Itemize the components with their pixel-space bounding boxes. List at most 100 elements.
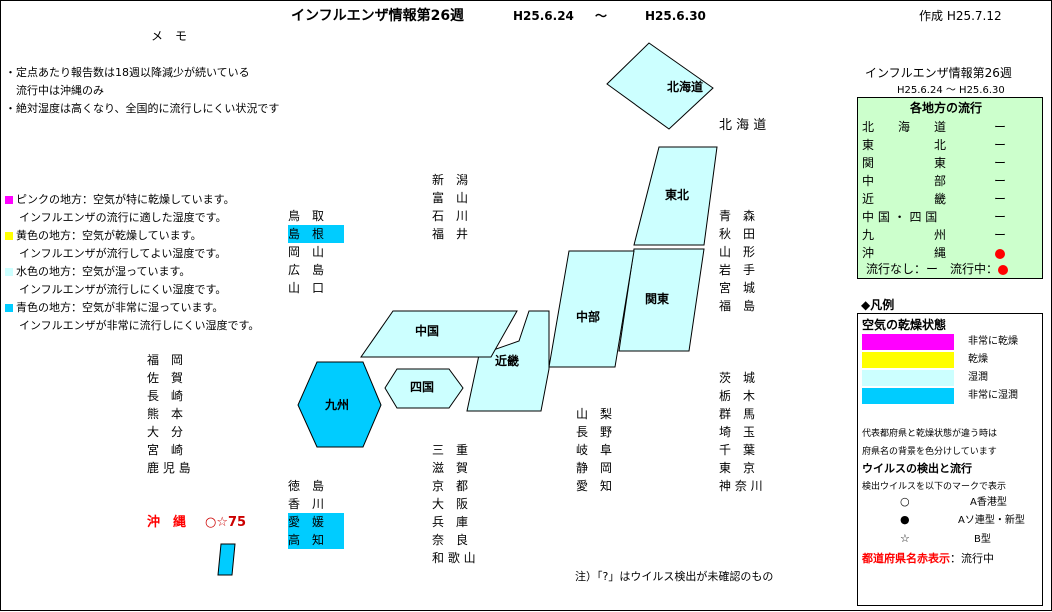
status-row: 九 州ー — [862, 228, 1006, 242]
pref-list-chubu: 山 梨 長 野 岐 阜 静 岡 愛 知 — [576, 405, 612, 495]
status-row: 中 部ー — [862, 174, 1006, 188]
region-kyushu[interactable] — [297, 361, 382, 448]
region-label-kinki: 近畿 — [495, 354, 520, 368]
status-heading: 各地方の流行 — [910, 101, 983, 115]
pref-name: 東 京 — [719, 461, 756, 475]
pref-name: 山 形 — [719, 245, 756, 259]
pref-hokkaido: 北 海 道 — [719, 118, 767, 133]
region-label-chugoku: 中国 — [415, 324, 440, 338]
region-label-chubu: 中部 — [576, 310, 601, 324]
memo-line: ・絶対湿度は高くなり、全国的に流行しにくい状況です — [5, 102, 280, 115]
mark-label: Aソ連型・新型 — [958, 515, 1025, 526]
status-row: 近 畿ー — [862, 192, 1006, 206]
date-to: H25.6.30 — [645, 9, 706, 23]
status-row: 北 海 道ー — [862, 120, 1006, 134]
status-footer: 流行なし：ー 流行中： — [866, 261, 1009, 277]
color-guide-yellow-desc: インフルエンザが流行してよい湿度です。 — [19, 247, 227, 260]
star-icon: ☆ — [900, 532, 910, 545]
pref-name: 滋 賀 — [432, 461, 469, 475]
region-label-shikoku: 四国 — [410, 380, 435, 394]
pref-name: 香 川 — [288, 497, 325, 511]
mark-label: B型 — [974, 534, 991, 545]
legend-title: ◆凡例 — [861, 298, 895, 312]
region-okinawa-shape[interactable] — [217, 543, 236, 576]
legend-panel: 空気の乾燥状態 非常に乾燥 乾燥 湿潤 非常に湿潤 代表都府県と乾燥状態が違う時… — [857, 313, 1043, 606]
humidity-legend-title: 空気の乾燥状態 — [862, 318, 947, 332]
pref-name: 青 森 — [719, 209, 756, 223]
region-label-tohoku: 東北 — [665, 188, 690, 202]
okinawa-name: 沖 縄 — [147, 515, 187, 530]
pink-swatch-icon — [5, 196, 13, 204]
pref-name-highlighted: 島 根 — [288, 225, 344, 243]
pref-list-kyushu: 福 岡 佐 賀 長 崎 熊 本 大 分 宮 崎 鹿 児 島 — [147, 351, 191, 477]
legend-note: 代表都府県と乾燥状態が違う時は — [862, 429, 998, 439]
region-kanto[interactable] — [618, 248, 705, 352]
pref-name: 京 都 — [432, 479, 469, 493]
color-guide-pink-desc: インフルエンザの流行に適した湿度です。 — [19, 211, 227, 224]
epidemic-dot-icon — [995, 248, 1005, 259]
red-label-legend: 都道府県名赤表示：流行中 — [862, 552, 994, 565]
region-chugoku[interactable] — [360, 310, 518, 358]
report-title: インフルエンザ情報第26週 — [291, 8, 465, 24]
virus-legend-title: ウイルスの検出と流行 — [862, 462, 972, 475]
color-guide-lightblue-desc: インフルエンザが流行しにくい湿度です。 — [19, 283, 227, 296]
status-panel-dates: H25.6.24 〜 H25.6.30 — [897, 85, 1005, 96]
pref-name: 兵 庫 — [432, 515, 469, 529]
legend-note: 府県名の背景を色分けしています — [862, 447, 997, 457]
blue-swatch-icon — [5, 304, 13, 312]
pref-name: 神 奈 川 — [719, 479, 763, 493]
pref-name: 佐 賀 — [147, 371, 184, 385]
pref-name: 新 潟 — [432, 173, 469, 187]
pref-name: 宮 崎 — [147, 443, 184, 457]
region-shikoku[interactable] — [384, 368, 464, 409]
region-chubu[interactable] — [548, 250, 635, 368]
status-row: 関 東ー — [862, 156, 1006, 170]
virus-legend-intro: 検出ウイルスを以下のマークで表示 — [862, 482, 1007, 492]
mark-label: A香港型 — [970, 497, 1007, 508]
memo-line: 流行中は沖縄のみ — [5, 84, 104, 97]
pref-name: 山 口 — [288, 281, 325, 295]
region-label-kanto: 関東 — [645, 292, 670, 306]
pref-name: 栃 木 — [719, 389, 756, 403]
lightblue-swatch-icon — [5, 268, 13, 276]
pref-name: 千 葉 — [719, 443, 756, 457]
status-row: 東 北ー — [862, 138, 1006, 152]
pref-name: 石 川 — [432, 209, 469, 223]
filled-circle-icon: ● — [900, 513, 910, 526]
region-kinki[interactable] — [466, 310, 550, 412]
swatch-humid — [862, 370, 954, 386]
pref-name: 埼 玉 — [719, 425, 756, 439]
pref-name: 群 馬 — [719, 407, 756, 421]
pref-name: 愛 知 — [576, 479, 613, 493]
status-row-okinawa: 沖 縄 — [862, 244, 1038, 262]
pref-name: 宮 城 — [719, 281, 756, 295]
region-label-kyushu: 九州 — [325, 398, 350, 412]
region-hokkaido[interactable] — [606, 42, 714, 130]
hollow-circle-icon: ○ — [900, 495, 910, 508]
pref-name: 秋 田 — [719, 227, 756, 241]
pref-name: 静 岡 — [576, 461, 613, 475]
pref-name-highlighted: 愛 媛 — [288, 513, 344, 531]
pref-list-shikoku: 徳 島 香 川 愛 媛 高 知 — [288, 477, 344, 549]
region-label-hokkaido: 北海道 — [667, 80, 704, 94]
swatch-very-dry — [862, 334, 954, 350]
pref-name: 大 阪 — [432, 497, 469, 511]
pref-list-chugoku: 鳥 取 島 根 岡 山 広 島 山 口 — [288, 207, 344, 297]
status-panel-title: インフルエンザ情報第26週 — [865, 66, 1012, 80]
region-tohoku[interactable] — [633, 146, 718, 246]
region-status-panel: 各地方の流行 北 海 道ー 東 北ー 関 東ー 中 部ー 近 畿ー 中 国 ・ … — [857, 97, 1043, 279]
color-guide-yellow: 黄色の地方：空気が乾燥しています。 — [5, 229, 202, 243]
okinawa-virus-mark: ○☆75 — [205, 515, 247, 530]
swatch-label: 非常に乾燥 — [968, 336, 1018, 347]
pref-name: 和 歌 山 — [432, 551, 476, 565]
date-tilde: 〜 — [595, 9, 608, 23]
pref-name: 長 野 — [576, 425, 613, 439]
pref-name: 徳 島 — [288, 479, 325, 493]
swatch-label: 非常に湿潤 — [968, 390, 1018, 401]
pref-name: 岩 手 — [719, 263, 756, 277]
pref-name: 鳥 取 — [288, 209, 325, 223]
color-guide-blue: 青色の地方：空気が非常に湿っています。 — [5, 301, 223, 315]
pref-name: 広 島 — [288, 263, 325, 277]
pref-name: 大 分 — [147, 425, 184, 439]
